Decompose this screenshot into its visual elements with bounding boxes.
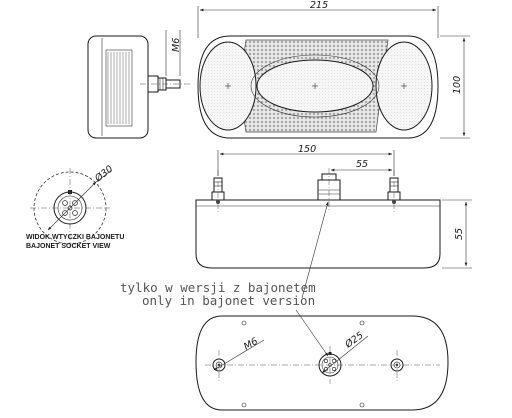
connector-diameter-dimension: Ø25	[321, 330, 369, 374]
width-dimension-215: 215	[197, 0, 439, 38]
leader-arrows	[295, 201, 329, 357]
pin-spacing-label: 150	[298, 144, 316, 155]
pin-spacing-dimension: 150	[217, 144, 395, 176]
mounting-holes	[241, 320, 365, 408]
connector-offset-label: 55	[356, 159, 368, 170]
side-view-stud	[140, 75, 190, 93]
back-view: M6 Ø25	[195, 315, 449, 411]
depth-dimension: 55	[442, 199, 472, 269]
side-view-ribs	[107, 52, 130, 124]
side-view: M6	[87, 30, 190, 139]
note-english: only in bajonet version	[142, 293, 315, 308]
thread-dimension-m6: M6	[165, 30, 182, 76]
connector-offset-dimension: 55	[330, 159, 393, 172]
back-thread-label: M6	[242, 336, 260, 353]
overall-width-label: 215	[310, 0, 328, 11]
depth-label: 55	[454, 228, 465, 240]
thread-label: M6	[171, 38, 182, 52]
connector-diameter-label: Ø25	[342, 330, 365, 351]
socket-view: Ø30 WIDOK WTYCZKI BAJONETU BAJONET SOCKE…	[26, 164, 124, 250]
socket-caption-en: BAJONET SOCKET VIEW	[26, 243, 111, 250]
height-label: 100	[452, 76, 463, 94]
height-dimension-100: 100	[440, 35, 470, 139]
note-polish: tylko w wersji z bajonetem	[120, 280, 316, 295]
socket-diameter-label: Ø30	[92, 164, 115, 185]
front-view: 215 100	[197, 0, 470, 139]
top-view: 150 55 55	[195, 144, 472, 269]
lens-markers	[225, 83, 407, 89]
socket-caption-pl: WIDOK WTYCZKI BAJONETU	[26, 234, 124, 241]
